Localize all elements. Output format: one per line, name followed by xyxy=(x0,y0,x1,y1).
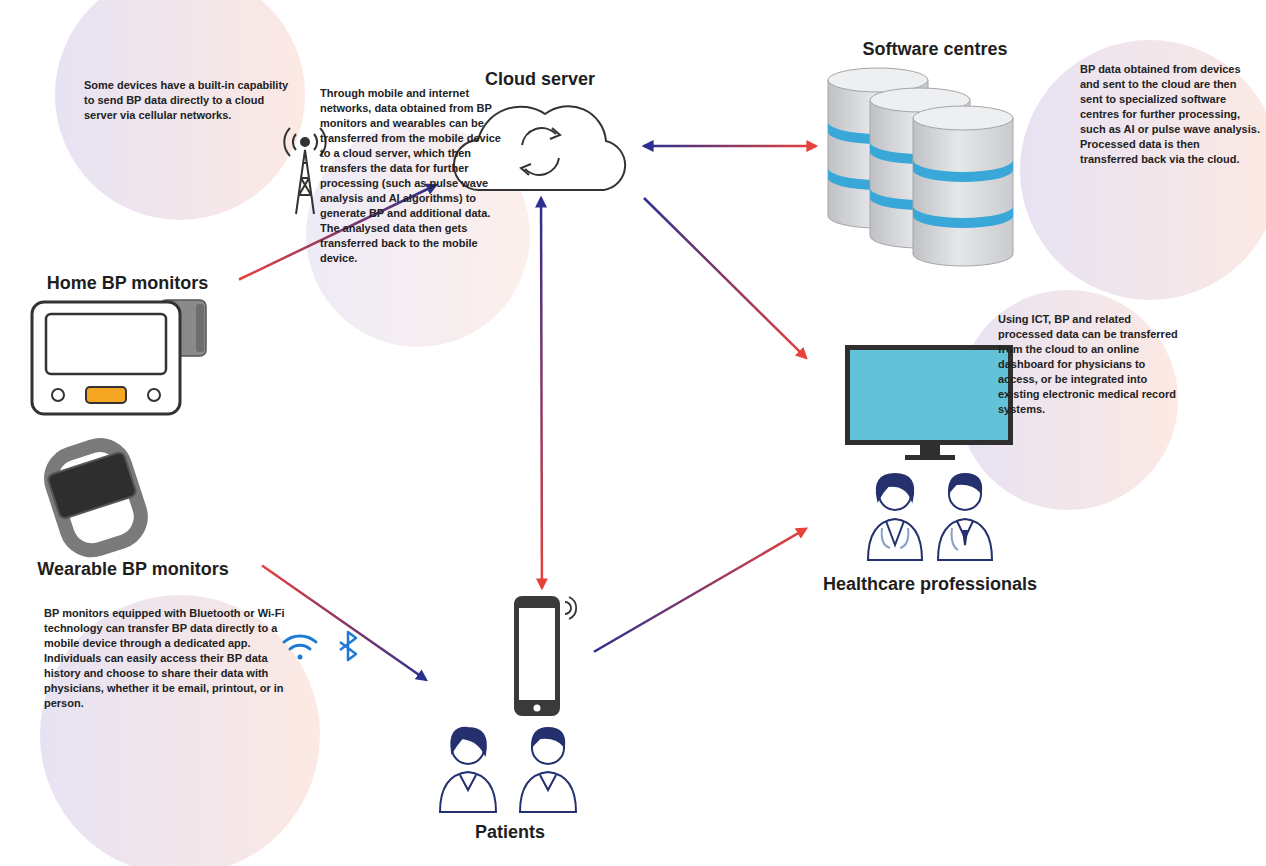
wifi-symbol xyxy=(284,636,316,660)
callout-text: BP data obtained from devices and sent t… xyxy=(1080,62,1260,167)
patients-figures xyxy=(440,728,576,812)
node-heading: Home BP monitors xyxy=(16,272,239,294)
database-node: Software centres xyxy=(816,38,1054,273)
patient-node: Patients xyxy=(426,588,594,843)
cell-tower xyxy=(284,128,325,214)
callout-text: BP monitors equipped with Bluetooth or W… xyxy=(44,606,306,711)
flow-arrow xyxy=(644,198,806,358)
flow-arrow xyxy=(644,145,816,148)
callout-circle: BP data obtained from devices and sent t… xyxy=(1080,62,1260,167)
computer-monitor-icon xyxy=(845,345,1013,460)
wearable-watch-icon xyxy=(42,438,149,558)
node-heading: Wearable BP monitors xyxy=(4,558,262,580)
callout-circle: Some devices have a built-in capability … xyxy=(84,78,289,123)
database-icon xyxy=(828,68,1013,266)
background-circles xyxy=(40,0,1266,866)
flow-arrow xyxy=(594,529,806,652)
callout-circle: Through mobile and internet networks, da… xyxy=(320,86,512,266)
node-heading: Healthcare professionals xyxy=(806,573,1054,595)
callout-circle: BP monitors equipped with Bluetooth or W… xyxy=(44,606,306,711)
callout-circle: Using ICT, BP and related processed data… xyxy=(998,312,1178,417)
phone-icon xyxy=(514,596,576,716)
home-bp-monitor-icon xyxy=(32,300,206,414)
device-node: Home BP monitors xyxy=(16,272,239,422)
callout-text: Through mobile and internet networks, da… xyxy=(320,86,512,266)
node-heading: Software centres xyxy=(816,38,1054,60)
doctor-figures xyxy=(868,474,992,560)
bluetooth-symbol xyxy=(340,632,356,660)
flow-arrow xyxy=(262,566,426,680)
callout-text: Some devices have a built-in capability … xyxy=(84,78,289,123)
clinician-node: Healthcare professionals xyxy=(806,340,1054,595)
node-heading: Cloud server xyxy=(436,68,644,90)
node-heading: Patients xyxy=(426,821,594,843)
callout-text: Using ICT, BP and related processed data… xyxy=(998,312,1178,417)
flow-arrow xyxy=(540,198,543,588)
device-node: Wearable BP monitors xyxy=(4,435,262,580)
